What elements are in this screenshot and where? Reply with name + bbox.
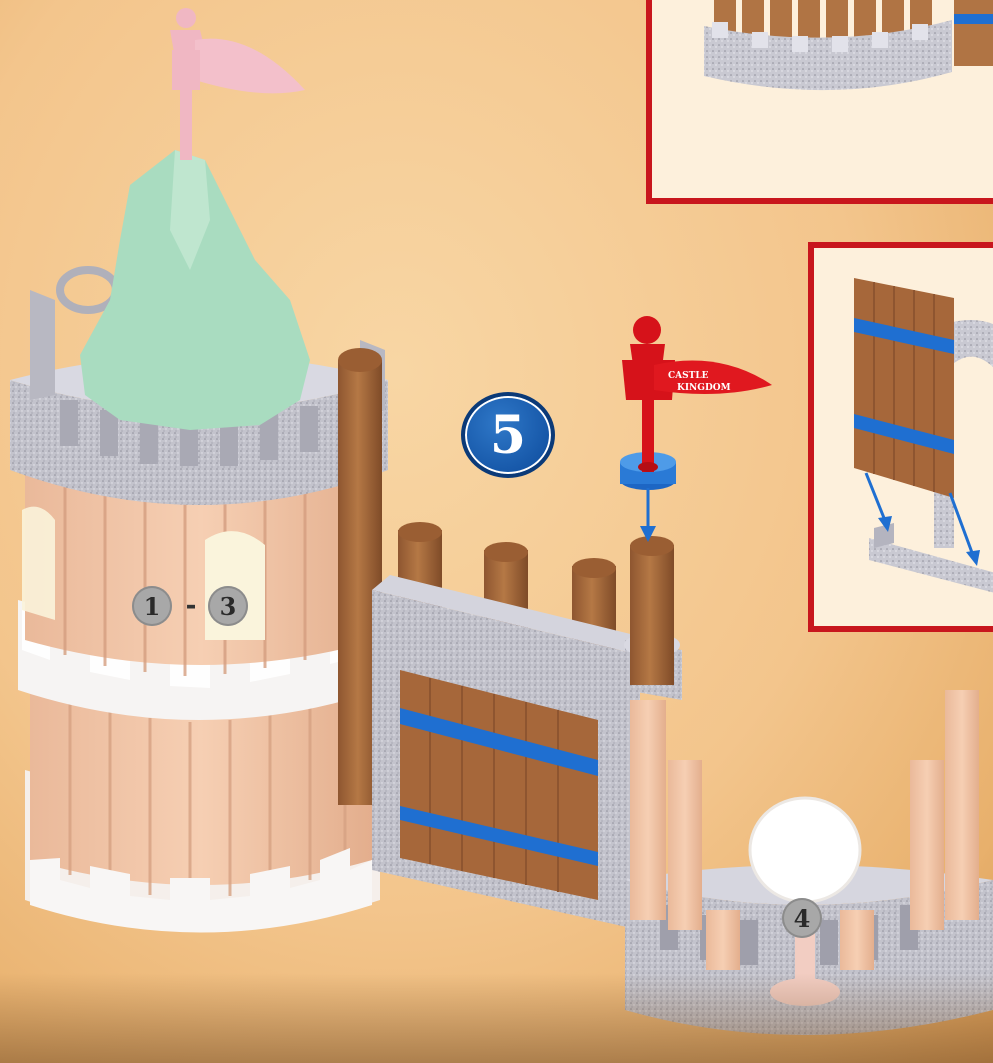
flag-label-line2: KINGDOM [677, 383, 731, 393]
inset-top-drawing [704, 0, 993, 91]
part-range-dash: - [185, 591, 197, 621]
part-number-badge-single: 4 [782, 898, 822, 938]
left-tower [10, 8, 388, 933]
detail-inset-right [808, 242, 993, 632]
inset-right-drawing [854, 278, 993, 593]
flag-assembly: CASTLE KINGDOM [620, 316, 772, 542]
part-number-badge-end: 3 [208, 586, 248, 626]
detail-inset-top [646, 0, 993, 204]
step-number-badge: 5 [461, 392, 555, 478]
gate-wall [372, 522, 682, 930]
flag-label-line1: CASTLE [668, 371, 709, 381]
right-tower [625, 690, 993, 1035]
part-number-badge-start: 1 [132, 586, 172, 626]
